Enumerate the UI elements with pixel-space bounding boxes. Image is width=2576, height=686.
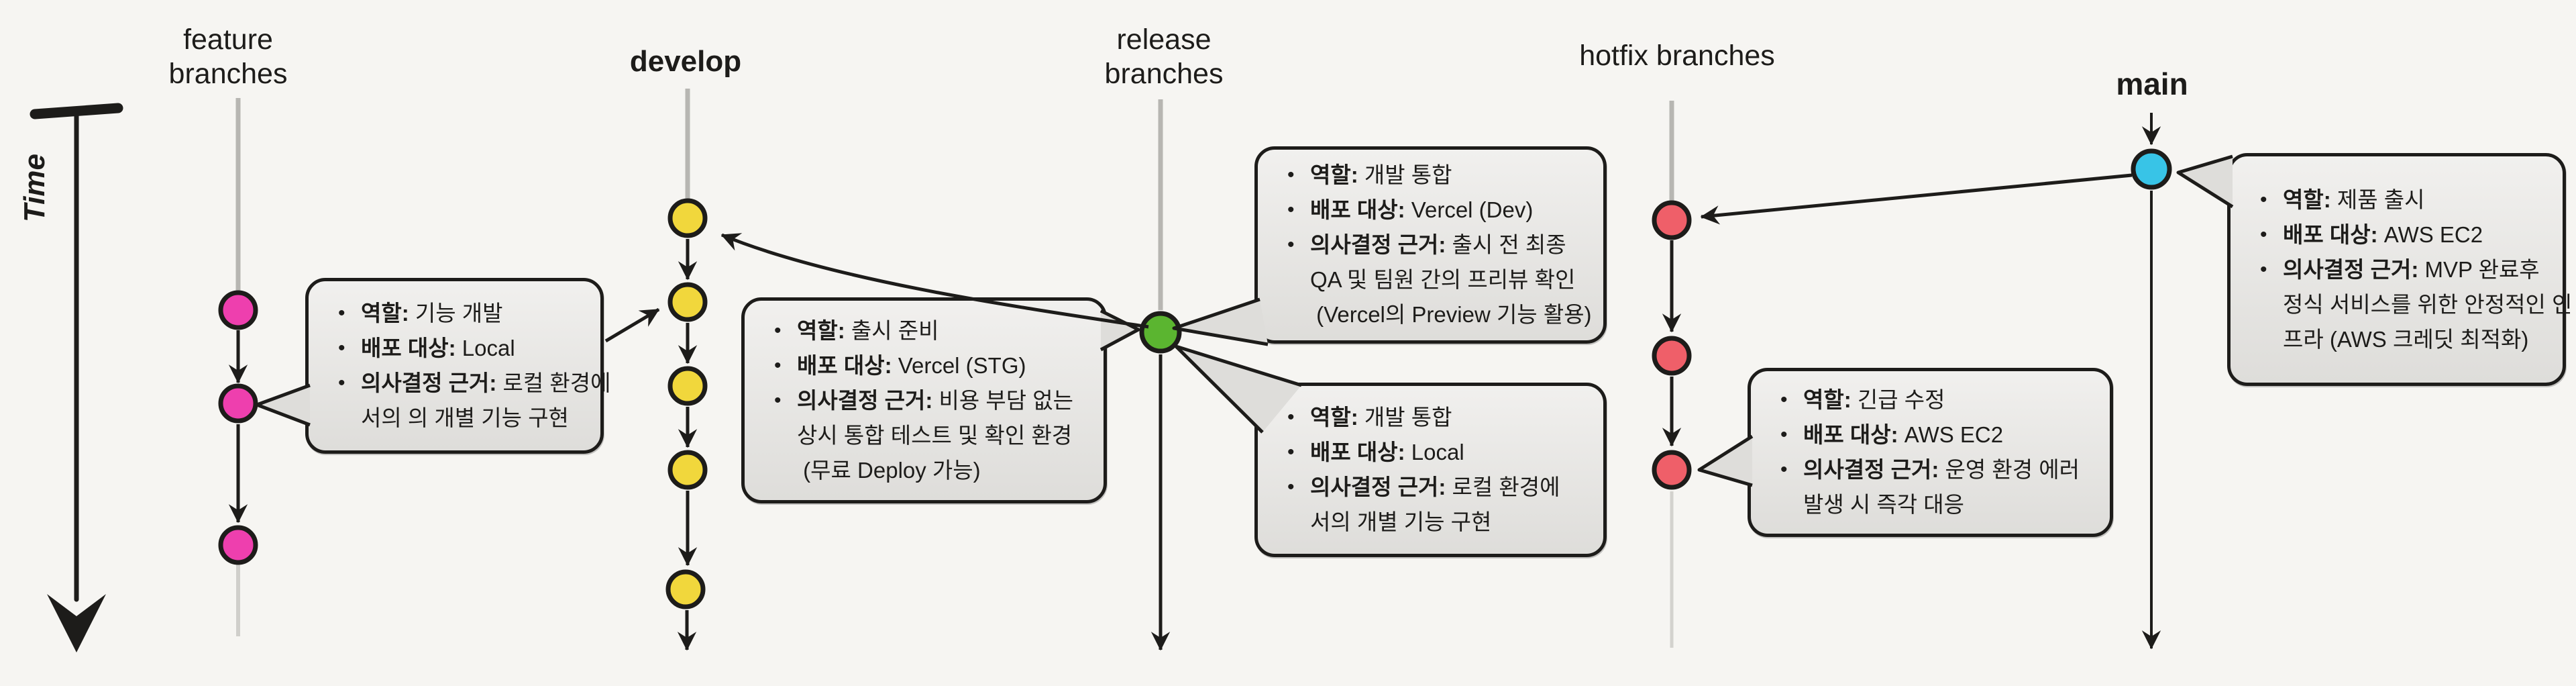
list-item: •배포 대상: AWS EC2 [1768,418,2100,452]
bullet-icon: • [1287,476,1295,498]
callout-release-top-tail [1172,297,1269,346]
header-develop: develop [629,45,742,78]
release-branch-line [1139,99,1182,651]
hotfix-commit-dot-1 [1652,200,1692,240]
list-item: •역할: 개발 통합 [1275,400,1594,435]
feature-commit-dot-2 [218,383,258,424]
bullet-icon: • [1287,441,1295,463]
list-item: •배포 대상: Local [326,331,591,366]
list-item: •의사결정 근거: 출시 전 최종 QA 및 팀원 간의 프리뷰 확인 (Ver… [1275,228,1594,332]
release-commit-dot [1139,311,1182,354]
callout-feature-list: •역할: 기능 개발 •배포 대상: Local •의사결정 근거: 로컬 환경… [326,296,610,436]
bullet-icon: • [774,354,782,377]
header-release-branches: release branches [1104,23,1224,90]
bullet-icon: • [338,302,345,324]
main-branch-line [2131,113,2172,650]
list-item: •배포 대상: Local [1275,435,1594,470]
callout-develop-list: •역할: 출시 준비 •배포 대상: Vercel (STG) •의사결정 근거… [762,313,1094,488]
develop-commit-dot-2 [667,282,708,322]
bullet-icon: • [774,319,782,342]
list-item: •의사결정 근거: 로컬 환경에 서의 의 개별 기능 구현 [326,366,610,436]
list-item: •역할: 출시 준비 [762,313,1094,348]
feature-commit-dot-1 [218,290,258,330]
callout-develop: •역할: 출시 준비 •배포 대상: Vercel (STG) •의사결정 근거… [741,297,1107,503]
callout-main-tail [2176,154,2234,209]
develop-branch-line [665,89,708,651]
bullet-icon: • [2260,223,2267,246]
merge-arrow-feature-to-develop [604,307,660,343]
callout-hotfix-tail [1697,434,1754,487]
hotfix-branch-line [1652,101,1692,648]
develop-commit-dot-1 [667,198,708,238]
bullet-icon: • [1780,389,1788,411]
list-item: •역할: 기능 개발 [326,296,591,331]
bullet-icon: • [774,389,782,411]
develop-commit-dot-3 [667,366,708,406]
bullet-icon: • [1287,406,1295,428]
bullet-icon: • [1287,199,1295,221]
list-item: •의사결정 근거: MVP 완료후 정식 서비스를 위한 안정적인 인 프라 (… [2248,252,2572,357]
header-hotfix-branches: hotfix branches [1579,40,1775,72]
feature-branch-line [218,98,258,636]
bullet-icon: • [338,337,345,359]
main-commit-dot [2131,148,2172,190]
develop-commit-dot-4 [667,450,708,490]
feature-commit-dot-3 [218,525,258,565]
header-main: main [2116,66,2188,101]
list-item: •역할: 긴급 수정 [1768,383,2100,418]
time-axis-top-bar [30,103,123,119]
header-feature-branches: feature branches [168,23,288,90]
list-item: •배포 대상: Vercel (STG) [762,348,1094,383]
bullet-icon: • [1780,424,1788,446]
callout-feature-tail [255,383,311,427]
list-item: •의사결정 근거: 비용 부담 없는 상시 통합 테스트 및 확인 환경 (무료… [762,383,1094,488]
list-item: •역할: 제품 출시 [2248,183,2553,217]
time-axis-arrowhead-icon [47,594,106,652]
hotfix-commit-dot-3 [1652,450,1692,490]
callout-main-list: •역할: 제품 출시 •배포 대상: AWS EC2 •의사결정 근거: MVP… [2248,183,2572,357]
callout-release-top-list: •역할: 개발 통합 •배포 대상: Vercel (Dev) •의사결정 근거… [1275,158,1594,332]
callout-release-bottom-tail [1174,344,1302,434]
bullet-icon: • [338,372,345,394]
list-item: •배포 대상: Vercel (Dev) [1275,193,1594,228]
list-item: •배포 대상: AWS EC2 [2248,217,2553,252]
branch-arrow-main-to-hotfix [1700,173,2133,225]
callout-main: •역할: 제품 출시 •배포 대상: AWS EC2 •의사결정 근거: MVP… [2227,153,2572,386]
bullet-icon: • [1287,164,1295,186]
bullet-icon: • [2260,258,2267,281]
callout-release-bottom-list: •역할: 개발 통합 •배포 대상: Local •의사결정 근거: 로컬 환경… [1275,400,1594,540]
develop-commit-dot-5 [665,569,706,609]
bullet-icon: • [1287,234,1295,256]
bullet-icon: • [1780,458,1788,481]
callout-release-bottom: •역할: 개발 통합 •배포 대상: Local •의사결정 근거: 로컬 환경… [1254,383,1607,557]
list-item: •역할: 개발 통합 [1275,158,1594,193]
bullet-icon: • [2260,188,2267,211]
list-item: •의사결정 근거: 로컬 환경에 서의 개별 기능 구현 [1275,470,1594,540]
merge-arrow-release-to-develop [720,233,1149,329]
list-item: •의사결정 근거: 운영 환경 에러 발생 시 즉각 대응 [1768,452,2100,522]
callout-feature: •역할: 기능 개발 •배포 대상: Local •의사결정 근거: 로컬 환경… [305,278,610,454]
callout-develop-tail [1099,309,1140,352]
hotfix-commit-dot-2 [1652,336,1692,376]
callout-release-top: •역할: 개발 통합 •배포 대상: Vercel (Dev) •의사결정 근거… [1254,146,1607,344]
callout-hotfix-list: •역할: 긴급 수정 •배포 대상: AWS EC2 •의사결정 근거: 운영 … [1768,383,2100,522]
time-axis [30,103,123,652]
callout-hotfix: •역할: 긴급 수정 •배포 대상: AWS EC2 •의사결정 근거: 운영 … [1748,368,2113,537]
